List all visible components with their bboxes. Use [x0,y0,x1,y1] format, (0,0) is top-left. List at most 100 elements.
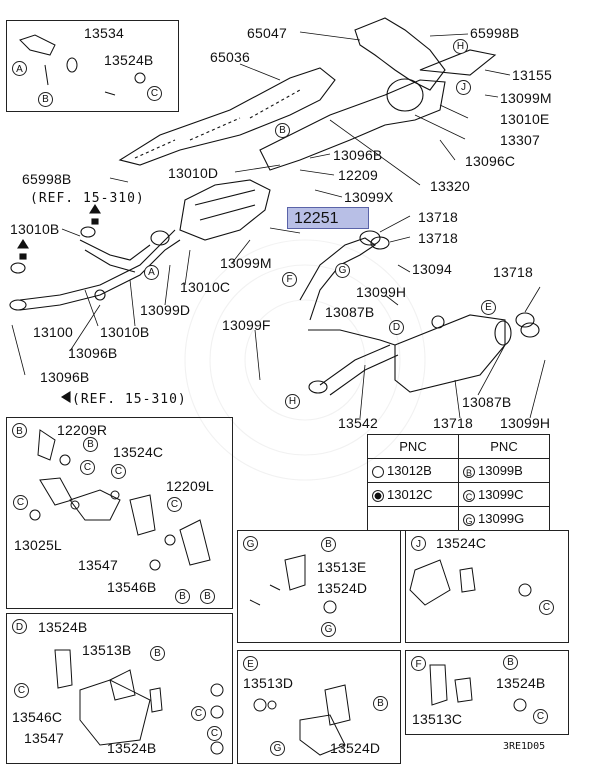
tag-H-top: H [453,39,468,54]
callout-13087B-b[interactable]: 13087B [462,394,512,410]
callout-13096B-mid[interactable]: 13096B [333,147,383,163]
callout-13718-c[interactable]: 13718 [493,264,533,280]
box-b-13546B[interactable]: 13546B [107,579,157,595]
callout-13099D[interactable]: 13099D [140,302,191,318]
callout-13096C[interactable]: 13096C [465,153,516,169]
callout-13155[interactable]: 13155 [512,67,552,83]
box-g-13524D[interactable]: 13524D [317,580,368,596]
box-f-13524B[interactable]: 13524B [496,675,546,691]
tag-G-main: G [335,263,350,278]
pnc-row-3-left [367,506,459,531]
detail-box-f [405,650,569,735]
box-f-13513C[interactable]: 13513C [412,711,463,727]
detail-box-f-tag: F [411,656,426,671]
callout-13010C[interactable]: 13010C [180,279,231,295]
tag-F-main: F [282,272,297,287]
callout-65998B-left[interactable]: 65998B [22,171,72,187]
box-j-13524C[interactable]: 13524C [436,535,487,551]
callout-13010D[interactable]: 13010D [168,165,219,181]
callout-13010B-a[interactable]: 13010B [10,221,60,237]
tag-B-box-f: B [503,655,518,670]
callout-13096B-a[interactable]: 13096B [68,345,118,361]
tag-C-box-f: C [533,709,548,724]
callout-13094[interactable]: 13094 [412,261,452,277]
tag-C-box-b1: C [80,460,95,475]
pnc-header-right: PNC [458,434,550,459]
tag-G-box-e: G [270,741,285,756]
detail-box-d [6,613,233,764]
box-g-13513E[interactable]: 13513E [317,559,367,575]
box-e-13524D[interactable]: 13524D [330,740,381,756]
detail-box-j [405,530,569,643]
callout-13718-a[interactable]: 13718 [418,209,458,225]
box-b-13025L[interactable]: 13025L [14,537,62,553]
detail-box-e [237,650,401,764]
detail-box-b [6,417,233,609]
callout-13096B-b[interactable]: 13096B [40,369,90,385]
ring-icon [372,465,384,478]
reference-top: (REF. 15-310) [30,191,145,206]
tag-C-box-b2: C [13,495,28,510]
center-pipe-13320 [259,79,446,171]
callout-13010B-b[interactable]: 13010B [100,324,150,340]
callout-13100[interactable]: 13100 [33,324,73,340]
detail-box-a [6,20,179,112]
tag-C-box-j: C [539,600,554,615]
rear-pipe-13542 [299,237,376,321]
callout-65047[interactable]: 65047 [247,25,287,41]
diagram-code: 3RE1D05 [503,741,546,752]
callout-13718-e[interactable]: 13718 [433,415,473,431]
tag-B-box-a: B [38,92,53,107]
tag-B-box-g: B [321,537,336,552]
highlighted-part-label: 12251 [294,210,339,227]
callout-13099H-a[interactable]: 13099H [356,284,407,300]
box-a-13534[interactable]: 13534 [84,25,124,41]
pnc-row-1-left: 13012B [367,458,459,483]
tag-H-main: H [285,394,300,409]
callout-13718-b[interactable]: 13718 [418,230,458,246]
box-d-13524B-b[interactable]: 13524B [107,740,157,756]
heat-shield-65047 [354,17,446,91]
box-b-13547[interactable]: 13547 [78,557,118,573]
tag-J-main: J [456,80,471,95]
tag-C-box-d3: C [207,726,222,741]
detail-box-d-tag: D [12,619,27,634]
tag-C-box-b4: C [167,497,182,512]
highlighted-part-12251[interactable]: 12251 [287,207,369,229]
callout-13542[interactable]: 13542 [338,415,378,431]
box-d-13524B-a[interactable]: 13524B [38,619,88,635]
callout-13087B-a[interactable]: 13087B [325,304,375,320]
box-a-13524B[interactable]: 13524B [104,52,154,68]
box-b-13524C[interactable]: 13524C [113,444,164,460]
tag-g-icon: G [463,513,475,526]
box-d-13513B[interactable]: 13513B [82,642,132,658]
box-e-13513D[interactable]: 13513D [243,675,294,691]
heat-shield-65036 [118,67,336,166]
tag-D-main: D [389,320,404,335]
callout-13320[interactable]: 13320 [430,178,470,194]
callout-13099M-mid[interactable]: 13099M [220,255,272,271]
box-b-12209L[interactable]: 12209L [166,478,214,494]
callout-65036[interactable]: 65036 [210,49,250,65]
callout-65998B-top[interactable]: 65998B [470,25,520,41]
tag-B-box-e: B [373,696,388,711]
front-pipe-13100 [19,229,176,301]
catalytic-converter-12251 [179,179,271,241]
box-d-13546C[interactable]: 13546C [12,709,63,725]
callout-13099X[interactable]: 13099X [344,189,394,205]
tag-A-main: A [144,265,159,280]
callout-13099F[interactable]: 13099F [222,317,271,333]
box-d-13547[interactable]: 13547 [24,730,64,746]
tag-G-box-g: G [321,622,336,637]
callout-12209[interactable]: 12209 [338,167,378,183]
tag-C-box-b3: C [111,464,126,479]
callout-13099H-b[interactable]: 13099H [500,415,551,431]
callout-13307[interactable]: 13307 [500,132,540,148]
callout-13099M-top[interactable]: 13099M [500,90,552,106]
callout-13010E[interactable]: 13010E [500,111,550,127]
box-b-12209R[interactable]: 12209R [57,422,108,438]
